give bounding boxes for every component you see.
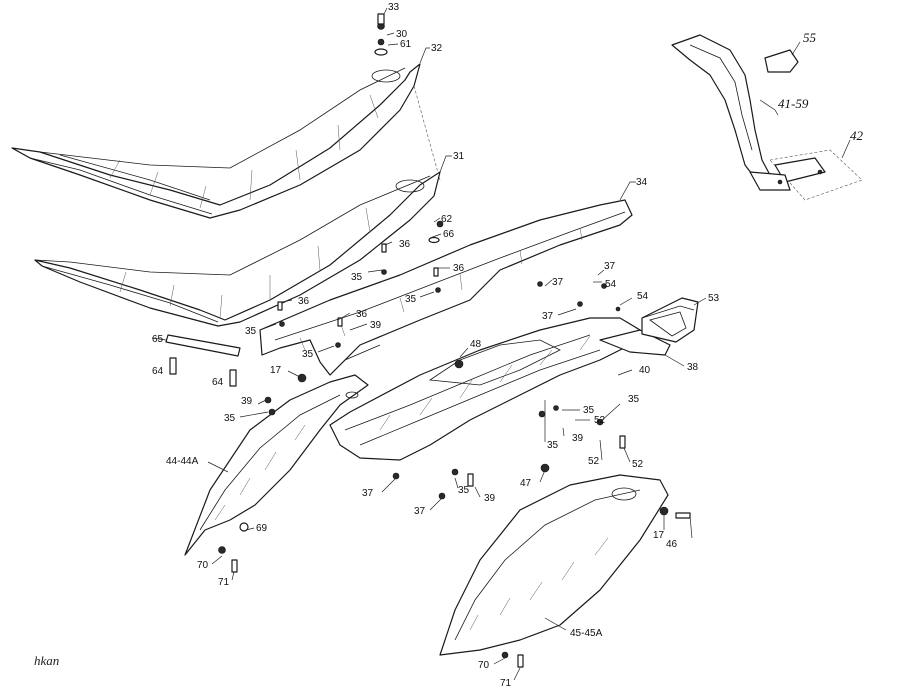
label-36c: 36 [298,296,310,307]
label-35e: 35 [224,413,236,424]
upper-seat [11,63,441,219]
callout-labels: 33 30 61 32 31 62 66 36 34 35 36 35 36 3… [152,2,864,689]
right-side-cover [439,474,669,656]
label-46: 46 [666,539,678,550]
label-52b: 52 [588,456,600,467]
label-35f: 35 [583,405,595,416]
label-17a: 17 [270,365,282,376]
label-39d: 39 [484,493,496,504]
label-35h: 35 [628,394,640,405]
label-55: 55 [803,30,817,45]
label-35a: 35 [351,272,363,283]
label-37a: 37 [552,277,564,288]
label-64b: 64 [212,377,224,388]
label-54a: 54 [605,279,617,290]
label-66: 66 [443,229,455,240]
label-35g: 35 [547,440,559,451]
tail-light [641,297,699,343]
label-32: 32 [431,43,443,54]
label-17b: 17 [653,530,665,541]
label-41-59: 41-59 [778,96,809,111]
label-39a: 39 [370,320,382,331]
label-70a: 70 [197,560,209,571]
label-37b: 37 [604,261,616,272]
label-33: 33 [388,2,400,13]
label-35c: 35 [245,326,257,337]
label-34: 34 [636,177,648,188]
label-64a: 64 [152,366,164,377]
label-40: 40 [639,365,651,376]
label-35d: 35 [302,349,314,360]
label-35i: 35 [458,485,470,496]
label-36a: 36 [399,239,411,250]
undertray [329,317,671,461]
label-37e: 37 [414,506,426,517]
label-61: 61 [400,39,412,50]
label-42: 42 [850,128,864,143]
strip-65 [165,334,241,357]
label-38: 38 [687,362,699,373]
bracket-assembly [671,34,863,201]
label-54b: 54 [637,291,649,302]
label-37c: 37 [542,311,554,322]
label-47: 47 [520,478,532,489]
label-71a: 71 [218,577,230,588]
label-62: 62 [441,214,453,225]
label-45-45a: 45-45A [570,628,603,639]
lower-seat [34,171,441,327]
label-65: 65 [152,334,164,345]
rail-cover [259,199,633,376]
label-39c: 39 [572,433,584,444]
label-53: 53 [708,293,720,304]
label-35b: 35 [405,294,417,305]
watermark: hkan [34,653,59,668]
label-39b: 39 [241,396,253,407]
label-36d: 36 [356,309,368,320]
label-52c: 52 [632,459,644,470]
label-30: 30 [396,29,408,40]
label-69: 69 [256,523,268,534]
label-31: 31 [453,151,465,162]
fasteners [169,13,691,668]
label-70b: 70 [478,660,490,671]
label-48: 48 [470,339,482,350]
leader-lines [151,7,851,681]
label-44-44a: 44-44A [166,456,199,467]
label-71b: 71 [500,678,512,689]
label-52a: 52 [594,415,606,426]
label-36b: 36 [453,263,465,274]
left-side-cover [184,374,369,556]
label-37d: 37 [362,488,374,499]
